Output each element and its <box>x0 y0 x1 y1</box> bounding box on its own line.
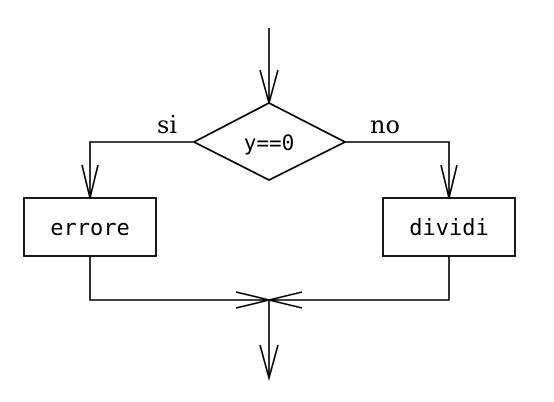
decision-label: y==0 <box>244 131 295 155</box>
exit-arrowhead <box>259 344 279 382</box>
process-label-errore: errore <box>50 216 129 241</box>
left-merge-line <box>89 256 269 301</box>
no-branch-line <box>345 141 450 198</box>
no-branch-label: no <box>370 111 400 139</box>
right-merge-line <box>269 256 450 301</box>
process-label-dividi: dividi <box>409 216 488 241</box>
yes-branch-label: si <box>157 111 177 139</box>
process-box-dividi <box>382 197 516 257</box>
yes-branch-line <box>89 141 194 198</box>
